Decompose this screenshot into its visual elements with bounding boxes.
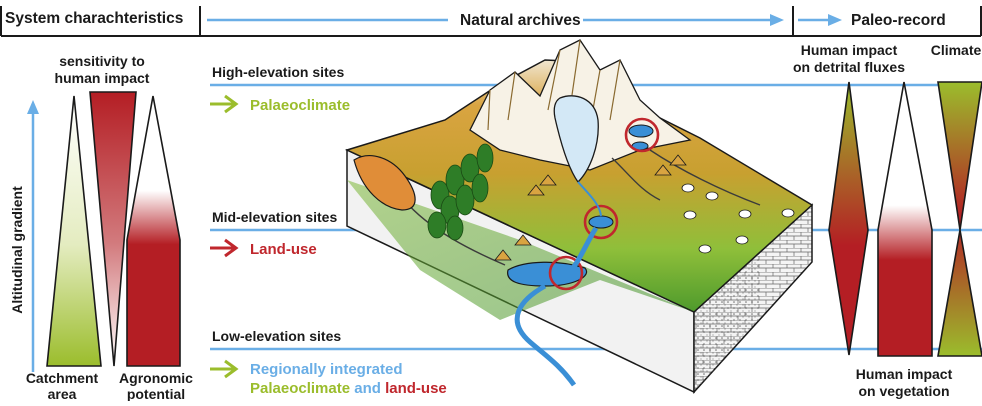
agronomic-label-2: potential xyxy=(127,386,185,401)
sensitivity-label-1: sensitivity to xyxy=(59,53,145,69)
low-site-marker xyxy=(548,255,584,291)
climate-label: Climate xyxy=(931,42,982,58)
landscape-block-illustration xyxy=(344,39,814,394)
land-use-arrow-icon xyxy=(210,238,239,258)
land-use-signal-label: Land-use xyxy=(250,241,317,258)
palaeoclimate-arrow-icon xyxy=(210,94,239,114)
header-archives-label: Natural archives xyxy=(460,12,581,29)
river xyxy=(514,226,599,387)
header-arrow-head xyxy=(770,14,784,26)
regional-arrow-icon xyxy=(210,359,239,379)
pasture-markers xyxy=(681,183,795,254)
quarry xyxy=(353,155,416,211)
forest-icon xyxy=(427,143,494,241)
site-labels: High-elevation sites Mid-elevation sites… xyxy=(210,64,447,397)
agronomic-potential-wedge xyxy=(126,95,181,367)
vegetation-label-1: Human impact xyxy=(856,366,953,382)
detrital-label-2: on detrital fluxes xyxy=(793,59,905,75)
palaeoclimate-signal-label: Palaeoclimate xyxy=(250,97,350,114)
high-site-marker xyxy=(624,117,660,153)
detrital-fluxes-wedge xyxy=(828,81,869,356)
climate-wedge xyxy=(937,81,982,357)
left-panel: sensitivity to human impact Altitudinal … xyxy=(9,53,193,402)
right-panel: Human impact on detrital fluxes Climate … xyxy=(793,42,982,399)
altitudinal-gradient-label: Altitudinal gradient xyxy=(9,186,25,314)
sediment-layer xyxy=(694,250,760,392)
high-elevation-label: High-elevation sites xyxy=(212,64,344,80)
sensitivity-wedge xyxy=(89,91,137,367)
high-lake xyxy=(628,124,654,138)
catchment-label-1: Catchment xyxy=(26,370,99,386)
regional-signal-label: Regionally integrated xyxy=(250,361,403,378)
agronomic-label-1: Agronomic xyxy=(119,370,193,386)
low-elevation-label: Low-elevation sites xyxy=(212,328,341,344)
regional-signal-detail: Palaeoclimate and land-use xyxy=(250,380,447,397)
vegetation-wedge xyxy=(877,81,933,357)
detrital-label-1: Human impact xyxy=(801,42,898,58)
header-paleo-label: Paleo-record xyxy=(851,12,946,29)
paleo-arrow-head xyxy=(828,14,842,26)
vegetation-label-2: on vegetation xyxy=(858,383,949,399)
mid-elevation-label: Mid-elevation sites xyxy=(212,209,337,225)
header-system-label: System charachteristics xyxy=(5,10,183,27)
header-bar: System charachteristics Natural archives… xyxy=(0,6,982,37)
catchment-label-2: area xyxy=(48,386,77,401)
mid-site-marker xyxy=(583,204,619,240)
altitudinal-arrow-head xyxy=(27,100,39,114)
hut-icons xyxy=(494,154,687,261)
catchment-area-wedge xyxy=(46,95,102,367)
mid-lake xyxy=(588,215,614,229)
sensitivity-label-2: human impact xyxy=(55,70,150,86)
